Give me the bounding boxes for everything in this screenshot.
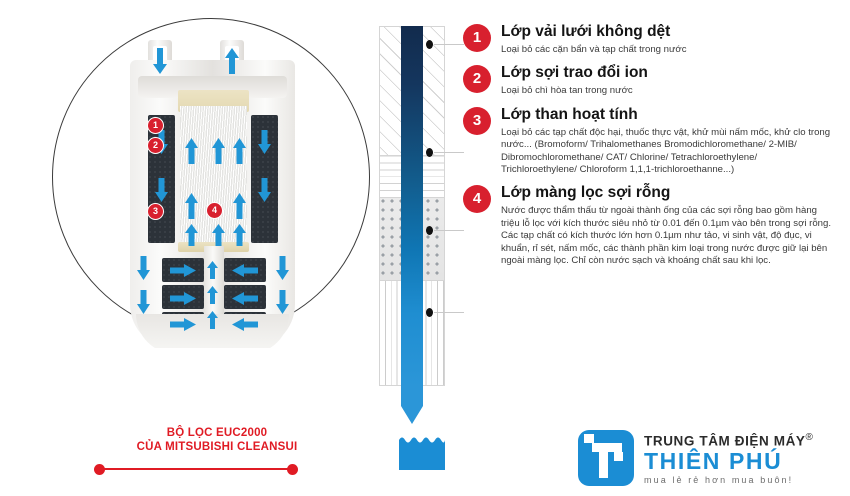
arrow-right-icon	[170, 318, 196, 331]
arrow-down-icon	[153, 48, 167, 74]
rule-dot-left	[94, 464, 105, 475]
arrow-down-icon	[137, 256, 150, 280]
clean-water-icon	[399, 434, 445, 470]
product-marker-4: 4	[207, 203, 222, 218]
list-item: 2 Lớp sợi trao đổi ion Loại bỏ chì hòa t…	[463, 63, 835, 97]
leader-line-1	[434, 44, 464, 45]
product-marker-3: 3	[148, 204, 163, 219]
layer-title-4: Lớp màng lọc sợi rỗng	[501, 184, 671, 202]
badge-3: 3	[463, 106, 491, 135]
product-illustration-panel: 1 2 3 4 BỘ LỌC EUC2000 CỦA MITSUBISHI CL…	[52, 18, 372, 475]
leader-dot-2	[426, 148, 433, 157]
logo-tagline: mua lẻ rẻ hơn mua buôn!	[644, 474, 794, 485]
carbon-block	[224, 285, 266, 309]
product-marker-1: 1	[148, 118, 163, 133]
arrow-right-icon	[170, 292, 196, 305]
arrow-left-icon	[232, 264, 258, 277]
arrow-up-icon	[207, 311, 218, 329]
layer-title-2: Lớp sợi trao đổi ion	[501, 64, 648, 82]
rule-bar	[101, 468, 291, 470]
caption-line-2: CỦA MITSUBISHI CLEANSUI	[136, 441, 298, 453]
logo-wordmark: TRUNG TÂM ĐIỆN MÁY® THIÊN PHÚ mua lẻ rẻ …	[644, 430, 840, 486]
cartridge-cross-section	[379, 26, 464, 424]
tp-monogram-icon	[578, 430, 634, 486]
logo-line-1-text: TRUNG TÂM ĐIỆN MÁY	[644, 433, 806, 449]
leader-line-2	[434, 152, 464, 153]
arrow-down-icon	[401, 384, 423, 424]
logo-line-1: TRUNG TÂM ĐIỆN MÁY®	[644, 430, 840, 449]
layer-title-3: Lớp than hoạt tính	[501, 105, 638, 123]
arrow-down-icon	[137, 290, 150, 314]
arrow-left-icon	[232, 318, 258, 331]
arrow-down-icon	[258, 178, 271, 202]
badge-4: 4	[463, 185, 491, 214]
arrow-left-icon	[232, 292, 258, 305]
list-item: 1 Lớp vải lưới không dệt Loại bỏ các cặn…	[463, 22, 835, 56]
rule-dot-right	[287, 464, 298, 475]
arrow-up-icon	[207, 261, 218, 279]
arrow-up-icon	[185, 224, 198, 246]
list-item: 4 Lớp màng lọc sợi rỗng Nước được thẩm t…	[463, 183, 835, 267]
arrow-up-icon	[212, 138, 225, 164]
arrow-down-icon	[276, 256, 289, 280]
hollow-fiber-bundle	[180, 106, 247, 244]
arrow-right-icon	[170, 264, 196, 277]
badge-1: 1	[463, 24, 491, 52]
leader-line-4	[434, 312, 464, 313]
arrow-down-icon	[155, 178, 168, 202]
caption-rule	[92, 463, 342, 475]
leader-line-3	[434, 230, 464, 231]
product-cutaway: 1 2 3 4	[52, 18, 370, 348]
arrow-up-icon	[233, 193, 246, 219]
product-caption: BỘ LỌC EUC2000 CỦA MITSUBISHI CLEANSUI	[92, 426, 342, 475]
carbon-block	[224, 258, 266, 282]
layer-desc-3: Loại bỏ các tạp chất độc hại, thuốc thực…	[501, 126, 831, 176]
logo-line-2: THIÊN PHÚ	[644, 447, 783, 474]
badge-2: 2	[463, 65, 491, 94]
layer-desc-2: Loại bỏ chì hòa tan trong nước	[501, 85, 633, 97]
water-core-channel	[401, 26, 423, 386]
product-marker-2: 2	[148, 138, 163, 153]
layer-title-1: Lớp vải lưới không dệt	[501, 23, 671, 40]
arrow-up-icon	[225, 48, 239, 74]
arrow-up-icon	[212, 224, 225, 246]
arrow-down-icon	[258, 130, 271, 154]
leader-dot-1	[426, 40, 433, 49]
layer-desc-1: Loại bỏ các cặn bẩn và tạp chất trong nư…	[501, 44, 687, 55]
layer-desc-4: Nước được thẩm thấu từ ngoài thành ống c…	[501, 205, 832, 267]
leader-dot-3	[426, 226, 433, 235]
list-item: 3 Lớp than hoạt tính Loại bỏ các tạp chấ…	[463, 105, 835, 177]
arrow-up-icon	[185, 138, 198, 164]
registered-icon: ®	[805, 432, 814, 443]
housing-cap	[138, 76, 287, 98]
brand-logo[interactable]: TRUNG TÂM ĐIỆN MÁY® THIÊN PHÚ mua lẻ rẻ …	[578, 428, 840, 490]
arrow-down-icon	[276, 290, 289, 314]
arrow-up-icon	[233, 224, 246, 246]
arrow-up-icon	[185, 193, 198, 219]
caption-line-1: BỘ LỌC EUC2000	[166, 427, 268, 439]
layer-list: 1 Lớp vải lưới không dệt Loại bỏ các cặn…	[463, 22, 835, 274]
leader-dot-4	[426, 308, 433, 317]
arrow-up-icon	[233, 138, 246, 164]
arrow-up-icon	[207, 286, 218, 304]
